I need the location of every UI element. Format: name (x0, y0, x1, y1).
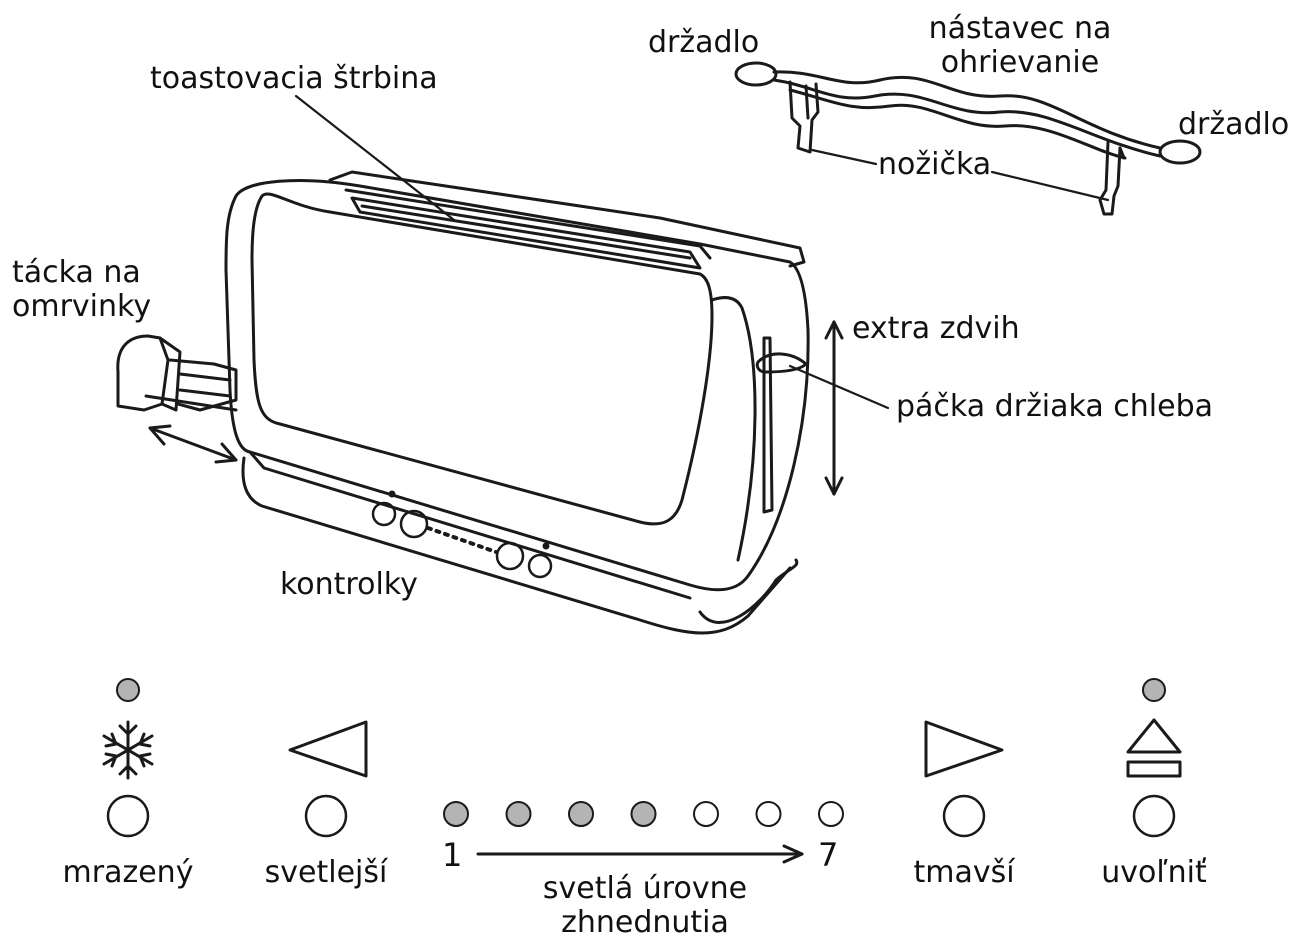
label-lever: páčka držiaka chleba (896, 389, 1214, 424)
label-warming-rack: nástavec na ohrievanie (900, 12, 1140, 80)
label-scale-title-line1: svetlá úrovne (542, 871, 748, 906)
label-lighter: svetlejší (264, 855, 388, 890)
triangle-left-icon (288, 720, 368, 778)
label-scale-title: svetlá úrovne zhnednutia (500, 872, 790, 940)
label-warming-rack-line1: nástavec na (928, 11, 1112, 46)
label-darker: tmavší (913, 855, 1015, 890)
toaster (116, 94, 890, 635)
release-indicator-led (1142, 678, 1166, 702)
label-crumb-tray-line2: omrvinky (12, 289, 152, 324)
label-handle-right: držadlo (1178, 107, 1290, 142)
label-scale-min: 1 (442, 836, 463, 874)
browning-level-led-6 (755, 801, 782, 827)
browning-level-led-7 (818, 801, 844, 827)
label-scale-title-line2: zhnednutia (561, 905, 729, 940)
label-extra-lift: extra zdvih (852, 311, 1020, 346)
label-crumb-tray-line1: tácka na (12, 255, 141, 290)
label-crumb-tray: tácka na omrvinky (12, 256, 151, 324)
release-button (1132, 794, 1176, 838)
browning-level-led-1 (443, 801, 469, 827)
frozen-button (106, 794, 150, 838)
label-handle-left: držadlo (648, 25, 760, 60)
browning-level-led-5 (693, 801, 719, 827)
label-controls: kontrolky (280, 567, 418, 602)
frozen-indicator-led (116, 678, 140, 702)
browning-level-led-3 (568, 801, 594, 827)
lighter-button (304, 794, 348, 838)
eject-icon (1126, 718, 1182, 778)
label-warming-rack-line2: ohrievanie (940, 45, 1100, 80)
browning-level-led-2 (505, 801, 532, 827)
browning-level-led-4 (630, 801, 657, 827)
warming-rack (734, 61, 1202, 216)
label-scale-max: 7 (818, 836, 839, 874)
darker-button (942, 794, 986, 838)
snowflake-icon (102, 720, 154, 780)
label-release: uvoľniť (1101, 855, 1207, 890)
extra-lift-arrow (824, 320, 844, 496)
label-foot: nožička (878, 147, 992, 182)
browning-level-leds (443, 801, 844, 827)
control-panel-drawing (102, 678, 1182, 864)
label-toast-slot: toastovacia štrbina (150, 61, 438, 96)
triangle-right-icon (924, 720, 1004, 778)
label-frozen: mrazený (62, 855, 194, 890)
